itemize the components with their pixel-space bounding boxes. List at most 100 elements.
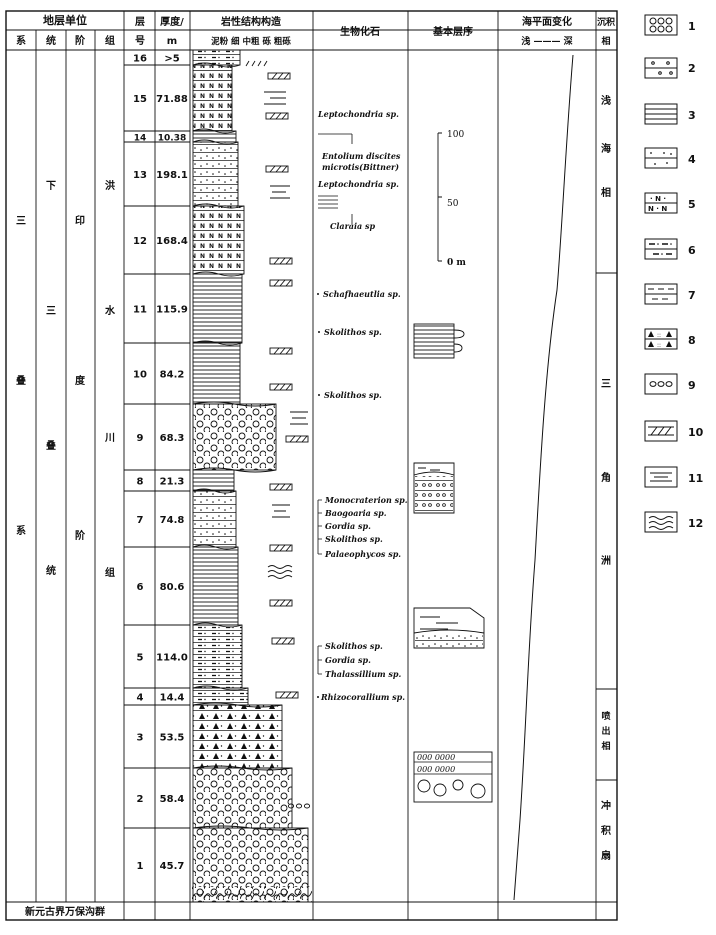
fossil-label: Leptochondria sp. [317, 179, 399, 189]
legend-number: 10 [688, 426, 704, 439]
layer-number: 7 [137, 515, 144, 526]
tong-char: 叠 [46, 439, 56, 452]
fossil-bracket [317, 499, 322, 555]
layer-number: 9 [137, 433, 144, 444]
header-sea: 海平面变化 [522, 15, 572, 28]
pebble-symbol [287, 803, 311, 809]
fossil-label: Thalassillium sp. [325, 669, 402, 679]
cross-bedding-symbol [265, 72, 309, 699]
lithology-bed [192, 469, 235, 492]
fossil-label: Monocraterion sp. [324, 495, 408, 505]
header-grain: 泥粉 细 中粗 砾 粗砾 [211, 36, 291, 47]
header-facies-a: 沉积 [597, 16, 615, 28]
layer-thickness: 53.5 [160, 733, 185, 744]
zu-char: 水 [104, 304, 116, 317]
fossil-label: microtis(Bittner) [322, 162, 399, 172]
bed-contact [192, 488, 237, 494]
header-jie: 阶 [75, 34, 86, 47]
bed-contact [192, 702, 283, 708]
scale-top: 100 [447, 130, 464, 140]
svg-text:N · N: N · N [648, 205, 667, 213]
facies-char: 三 [601, 378, 611, 390]
legend-number: 11 [688, 472, 703, 485]
facies-char: 相 [601, 740, 610, 752]
layer-thickness: 14.4 [160, 693, 185, 704]
svg-text:000 0000: 000 0000 [417, 753, 455, 762]
fossil-label: Claraia sp [330, 221, 376, 231]
scale-mid: 50 [447, 199, 459, 209]
bed-contact [192, 340, 243, 346]
bed-contact [192, 765, 293, 771]
sequence-sketch-siltstone [413, 607, 485, 649]
fossil-label: Skolithos sp. [324, 390, 382, 400]
lithology-bed [192, 687, 249, 706]
header-xi: 系 [16, 34, 26, 47]
layer-thickness: 58.4 [160, 794, 185, 805]
zu-char: 洪 [105, 179, 115, 192]
tong-char: 三 [46, 305, 56, 317]
fossil-dot [318, 394, 320, 396]
legend-swatch-mudstone [644, 103, 678, 125]
fossil-bracket [318, 195, 338, 209]
bed-contact [192, 622, 243, 628]
lithology-bed [192, 704, 283, 769]
xi-char: 叠 [16, 374, 26, 387]
fossil-label: Palaeophycos sp. [324, 549, 401, 559]
sequence-scale-bar [437, 132, 442, 262]
legend-number: 8 [688, 334, 696, 347]
header-thick-b: m [167, 36, 177, 47]
facies-char: 浅 [601, 94, 611, 107]
legend-swatch-pebble-symbol [644, 373, 678, 395]
layer-number: 3 [137, 733, 144, 744]
fossil-label: Gordia sp. [325, 521, 371, 531]
header-zu: 组 [105, 34, 115, 47]
layer-number: 5 [137, 653, 144, 664]
header-seq: 基本层序 [432, 25, 473, 38]
fossil-label: Skolithos sp. [324, 327, 382, 337]
basement-pattern [192, 886, 312, 902]
legend-number: 3 [688, 109, 696, 122]
header-facies-b: 相 [601, 35, 610, 47]
facies-char: 冲 [601, 799, 611, 812]
lithology-bed [192, 64, 233, 132]
layer-number: 10 [133, 370, 147, 381]
legend-swatch-silty-sandstone [644, 238, 678, 260]
lithology-bed [192, 273, 243, 344]
lithology-bed [192, 546, 239, 626]
legend-swatch-arkose: · N · N · N [644, 192, 678, 214]
horizontal-bedding-symbol [264, 91, 308, 518]
legend-swatch-pebbly-sandstone [644, 57, 678, 79]
layer-thickness: 114.0 [156, 653, 188, 664]
legend-swatch-siltstone [644, 283, 678, 305]
legend-swatch-conglomerate [644, 14, 678, 36]
legend-number: 1 [688, 20, 696, 33]
svg-text:· N ·: · N · [650, 195, 666, 203]
header-layer-a: 层 [135, 16, 145, 28]
structure-symbols [245, 60, 311, 809]
header-thick-a: 厚度/ [160, 15, 184, 28]
facies-char: 角 [601, 471, 611, 484]
layer-thickness: 115.9 [156, 305, 188, 316]
bed-contact [192, 685, 249, 691]
xi-char: 系 [16, 524, 26, 537]
fossil-label: Skolithos sp. [325, 534, 383, 544]
lithology-bed [192, 624, 243, 689]
facies-char: 海 [601, 142, 611, 155]
wavy-bedding-symbol [267, 565, 293, 579]
layer-thickness: 80.6 [160, 582, 185, 593]
legend: · N · N · N :: :: [644, 14, 704, 533]
root-trace-symbol [245, 60, 268, 67]
layer-thickness: 71.88 [156, 94, 188, 105]
lithology-column [192, 49, 309, 903]
layer-number: 4 [137, 693, 144, 704]
legend-number: 6 [688, 244, 696, 257]
fossil-label: Rhizocorallium sp. [320, 692, 405, 702]
fossil-label: Schafhaeutlia sp. [323, 289, 401, 299]
lithology-bed [192, 141, 239, 207]
legend-number: 7 [688, 289, 696, 302]
layer-number: 2 [137, 794, 144, 805]
facies-char: 相 [601, 186, 611, 199]
legend-number: 4 [688, 153, 696, 166]
layer-number: 12 [133, 236, 147, 247]
fossil-dot [318, 331, 320, 333]
